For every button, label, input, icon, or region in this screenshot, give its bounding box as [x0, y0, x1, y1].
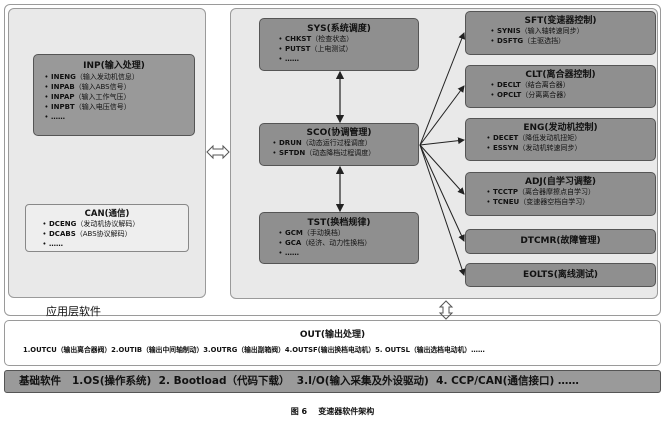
application-layer-frame — [4, 4, 661, 316]
tst-box: TST(换档规律) GCM（手动换档） GCA（经济、动力性换档） …… — [259, 212, 419, 264]
tst-item: GCA（经济、动力性换档） — [276, 238, 418, 248]
left-panel — [8, 8, 206, 298]
inp-box: INP(输入处理) INENG（输入发动机信息） INPAB（输入ABS信号） … — [33, 54, 195, 136]
can-box: CAN(通信) DCENG（发动机协议解码） DCABS（ABS协议解码） …… — [25, 204, 189, 252]
sys-item: CHKST（检查状态） — [276, 34, 418, 44]
sys-item: PUTST（上电测试） — [276, 44, 418, 54]
clt-box: CLT(离合器控制) DECLT（结合离合器） OPCLT（分离离合器） — [465, 65, 656, 108]
clt-item: DECLT（结合离合器） — [488, 80, 655, 90]
sft-title: SFT(变速器控制) — [524, 16, 597, 26]
tst-item-more: …… — [276, 248, 418, 258]
sft-item: DSFTG（主驱选挡） — [488, 36, 655, 46]
application-layer-label: 应用层软件 — [46, 305, 101, 318]
inp-title: INP(输入处理) — [83, 61, 145, 71]
can-item-more: …… — [40, 239, 188, 249]
inp-item-more: …… — [42, 112, 194, 122]
sys-item-more: …… — [276, 54, 418, 64]
sys-title: SYS(系统调度) — [307, 24, 371, 34]
sco-item: DRUN（动态运行过程调度） — [270, 138, 418, 148]
adj-item: TCNEU（变速器空档自学习） — [484, 197, 655, 207]
eng-item: DECET（降低发动机扭矩） — [484, 133, 655, 143]
clt-item: OPCLT（分离离合器） — [488, 90, 655, 100]
can-item: DCABS（ABS协议解码） — [40, 229, 188, 239]
out-layer: OUT(输出处理) 1.OUTCU（输出离合器阀）2.OUTIB（输出中间轴制动… — [4, 320, 661, 366]
adj-item: TCCTP（离合器摩擦点自学习） — [484, 187, 655, 197]
tst-item: GCM（手动换档） — [276, 228, 418, 238]
sys-box: SYS(系统调度) CHKST（检查状态） PUTST（上电测试） …… — [259, 18, 419, 71]
eolts-box: EOLTS(离线测试) — [465, 263, 656, 287]
can-title: CAN(通信) — [84, 209, 130, 219]
adj-title: ADJ(自学习调整) — [524, 177, 596, 187]
tst-title: TST(换档规律) — [307, 218, 371, 228]
eng-box: ENG(发动机控制) DECET（降低发动机扭矩） ESSYN（发动机转速同步） — [465, 118, 656, 161]
sco-title: SCO(协调管理) — [306, 128, 372, 138]
eolts-title: EOLTS(离线测试) — [523, 270, 598, 280]
inp-item: INENG（输入发动机信息） — [42, 72, 194, 82]
out-title: OUT(输出处理) — [299, 330, 366, 340]
dtcmr-title: DTCMR(故障管理) — [520, 236, 601, 246]
can-item: DCENG（发动机协议解码） — [40, 219, 188, 229]
inp-item: INPBT（输入电压信号） — [42, 102, 194, 112]
sft-item: SYNIS（输入轴转速同步） — [488, 26, 655, 36]
base-layer: 基础软件 1.OS(操作系统) 2. Bootload（代码下载） 3.I/O(… — [4, 370, 661, 393]
eng-item: ESSYN（发动机转速同步） — [484, 143, 655, 153]
dtcmr-box: DTCMR(故障管理) — [465, 229, 656, 254]
base-layer-text: 基础软件 1.OS(操作系统) 2. Bootload（代码下载） 3.I/O(… — [19, 375, 579, 387]
figure-caption: 图 6 变速器软件架构 — [290, 407, 375, 416]
adj-box: ADJ(自学习调整) TCCTP（离合器摩擦点自学习） TCNEU（变速器空档自… — [465, 172, 656, 216]
clt-title: CLT(离合器控制) — [525, 70, 596, 80]
out-items: 1.OUTCU（输出离合器阀）2.OUTIB（输出中间轴制动）3.OUTRG（输… — [23, 346, 485, 354]
sft-box: SFT(变速器控制) SYNIS（输入轴转速同步） DSFTG（主驱选挡） — [465, 11, 656, 55]
inp-item: INPAP（输入工作气压） — [42, 92, 194, 102]
eng-title: ENG(发动机控制) — [523, 123, 598, 133]
sco-box: SCO(协调管理) DRUN（动态运行过程调度） SFTDN（动态降档过程调度） — [259, 123, 419, 166]
inp-item: INPAB（输入ABS信号） — [42, 82, 194, 92]
sco-item: SFTDN（动态降档过程调度） — [270, 148, 418, 158]
